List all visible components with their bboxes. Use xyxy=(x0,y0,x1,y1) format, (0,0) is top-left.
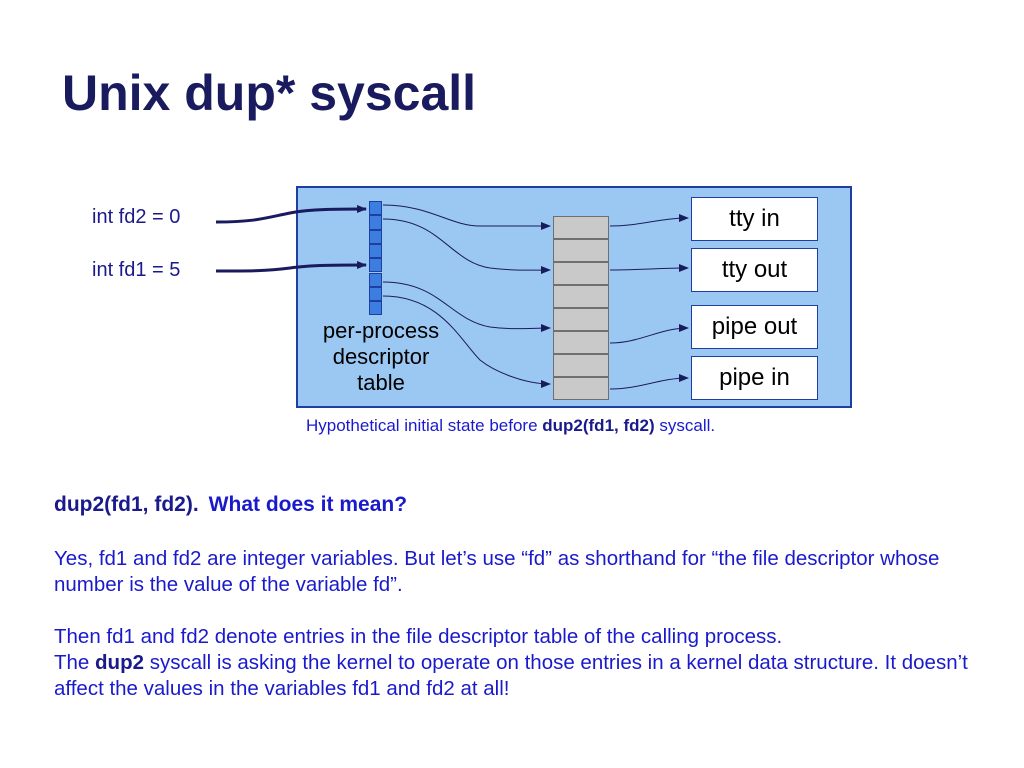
question-code: dup2(fd1, fd2) xyxy=(54,493,193,516)
kernel-table-cell xyxy=(553,308,609,331)
diagram-caption: Hypothetical initial state before dup2(f… xyxy=(306,416,715,436)
caption-code: dup2(fd1, fd2) xyxy=(542,416,655,435)
paragraph-2-rest: syscall is asking the kernel to operate … xyxy=(54,651,968,700)
kernel-table-cell xyxy=(553,216,609,239)
descriptor-table-label-line: per-process xyxy=(322,318,440,343)
paragraph-2-code: dup2 xyxy=(95,651,144,674)
descriptor-table-label: per-process descriptor table xyxy=(306,318,456,396)
kernel-table-cell xyxy=(553,354,609,377)
descriptor-cell xyxy=(369,301,382,316)
paragraph-2-line-1: Then fd1 and fd2 denote entries in the f… xyxy=(54,625,783,648)
kernel-table-cell xyxy=(553,331,609,354)
arrow-descriptor-to-kernel xyxy=(382,295,551,388)
kernel-table-cell xyxy=(553,285,609,308)
descriptor-cell xyxy=(369,258,382,273)
paragraph-2-the: The xyxy=(54,651,96,674)
kernel-table-cell xyxy=(553,239,609,262)
caption-text-before: Hypothetical initial state before xyxy=(306,416,543,435)
descriptor-table-label-line: table xyxy=(357,370,405,395)
arrow-descriptor-to-kernel xyxy=(382,204,551,230)
variable-fd1-label: int fd1 = 5 xyxy=(92,259,181,281)
arrow-descriptor-to-kernel xyxy=(382,218,551,275)
question-dot: . xyxy=(192,493,199,516)
descriptor-cell xyxy=(369,215,382,230)
arrow-kernel-to-file xyxy=(609,264,689,273)
arrow-kernel-to-file xyxy=(609,324,689,344)
question-heading: dup2(fd1, fd2). What does it mean? xyxy=(54,493,407,517)
file-object-tty-in: tty in xyxy=(691,197,818,241)
caption-text-after: syscall. xyxy=(654,416,716,435)
file-object-pipe-in: pipe in xyxy=(691,356,818,400)
descriptor-cell xyxy=(369,243,382,259)
descriptor-cell xyxy=(369,229,382,244)
kernel-table-cell xyxy=(553,262,609,285)
paragraph-1: Yes, fd1 and fd2 are integer variables. … xyxy=(54,547,940,596)
descriptor-cell xyxy=(369,286,382,302)
file-object-pipe-out: pipe out xyxy=(691,305,818,349)
descriptor-table-label-line: descriptor xyxy=(332,344,430,369)
file-object-tty-out: tty out xyxy=(691,248,818,292)
kernel-table-cell xyxy=(553,377,609,400)
question-ask: What does it mean? xyxy=(208,493,408,516)
descriptor-cell xyxy=(369,201,382,216)
slide-title: Unix dup* syscall xyxy=(62,65,477,121)
paragraph-2: Then fd1 and fd2 denote entries in the f… xyxy=(54,624,994,702)
arrow-kernel-to-file xyxy=(609,214,689,227)
arrow-fd2-to-descriptor xyxy=(215,205,367,224)
arrow-descriptor-to-kernel xyxy=(382,281,551,333)
descriptor-cell xyxy=(369,272,382,287)
arrow-fd1-to-descriptor xyxy=(215,261,367,273)
variable-fd2-label: int fd2 = 0 xyxy=(92,206,181,228)
arrow-kernel-to-file xyxy=(609,374,689,390)
